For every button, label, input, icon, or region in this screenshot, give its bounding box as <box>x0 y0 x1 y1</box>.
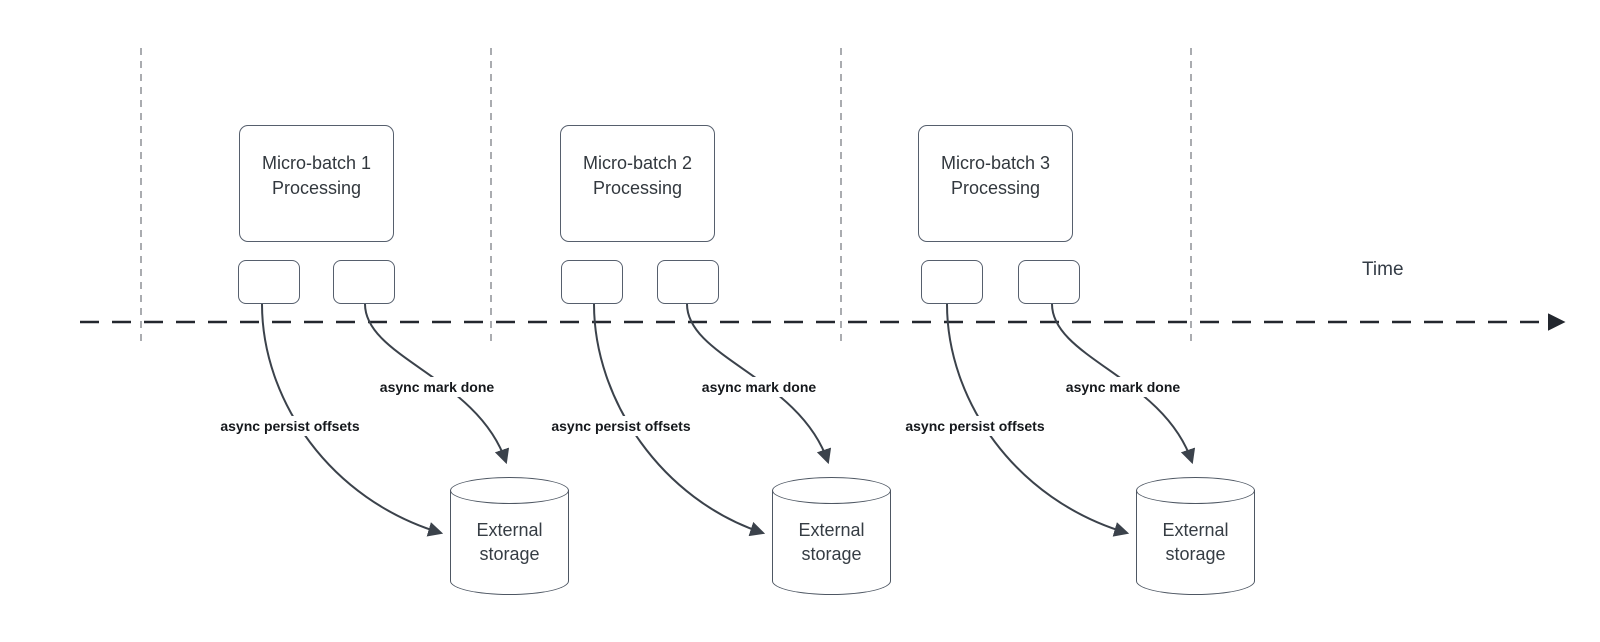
external-storage-cylinder-3: External storage <box>1136 477 1255 595</box>
external-storage-label-1-line1: External <box>476 520 543 540</box>
mark-done-label-1: async mark done <box>375 377 499 397</box>
persist-offsets-label-2: async persist offsets <box>547 416 695 436</box>
external-storage-label-1-line2: storage <box>479 544 540 564</box>
mark-done-label-2: async mark done <box>697 377 821 397</box>
external-storage-cylinder-1: External storage <box>450 477 569 595</box>
mark-done-label-3: async mark done <box>1061 377 1185 397</box>
microbatch-box-1-label-line2: Processing <box>271 177 362 198</box>
mark-done-arrow-2 <box>686 303 832 465</box>
microbatch-box-1: Micro-batch 1 Processing <box>239 125 394 242</box>
external-storage-label-3-line1: External <box>1162 520 1229 540</box>
external-storage-label-3-line2: storage <box>1165 544 1226 564</box>
cylinder-body-icon <box>450 490 569 595</box>
external-storage-label-2-line1: External <box>798 520 865 540</box>
persist-offsets-arrow-2 <box>593 303 766 537</box>
cylinder-top-icon <box>1136 477 1255 504</box>
time-axis-label: Time <box>1362 259 1404 280</box>
offset-task-box-2 <box>561 260 623 304</box>
microbatch-box-3: Micro-batch 3 Processing <box>918 125 1073 242</box>
cylinder-body-icon <box>1136 490 1255 595</box>
microbatch-box-3-label-line1: Micro-batch 3 <box>940 152 1051 173</box>
cylinder-top-icon <box>450 477 569 504</box>
cylinder-body-icon <box>772 490 891 595</box>
external-storage-label-2-line2: storage <box>801 544 862 564</box>
persist-offsets-label-3: async persist offsets <box>901 416 1049 436</box>
microbatch-box-1-label-line1: Micro-batch 1 <box>261 152 372 173</box>
commit-task-box-2 <box>657 260 719 304</box>
commit-task-box-1 <box>333 260 395 304</box>
offset-task-box-3 <box>921 260 983 304</box>
microbatch-box-2: Micro-batch 2 Processing <box>560 125 715 242</box>
mark-done-arrow-3 <box>1051 303 1196 465</box>
commit-task-box-3 <box>1018 260 1080 304</box>
persist-offsets-arrow-1 <box>261 303 444 537</box>
offset-task-box-1 <box>238 260 300 304</box>
microbatch-box-2-label-line1: Micro-batch 2 <box>582 152 693 173</box>
persist-offsets-arrow-3 <box>946 303 1130 537</box>
persist-offsets-label-1: async persist offsets <box>216 416 364 436</box>
cylinder-top-icon <box>772 477 891 504</box>
external-storage-cylinder-2: External storage <box>772 477 891 595</box>
mark-done-arrow-1 <box>364 303 510 465</box>
microbatch-box-2-label-line2: Processing <box>592 177 683 198</box>
microbatch-box-3-label-line2: Processing <box>950 177 1041 198</box>
